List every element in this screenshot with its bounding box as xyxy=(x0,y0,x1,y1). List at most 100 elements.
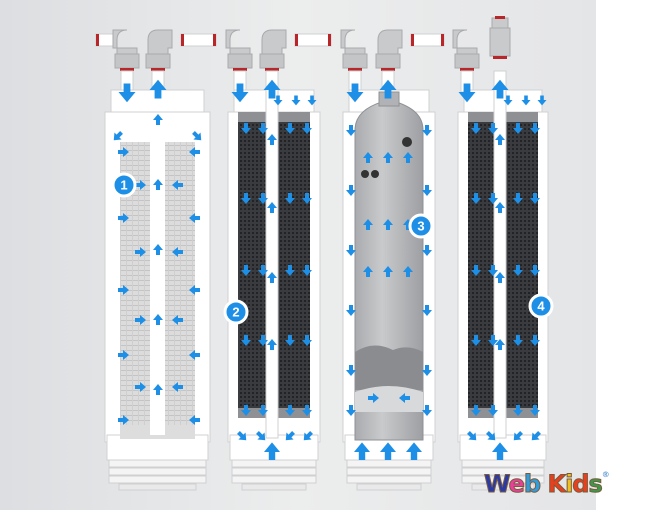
arrow-down-icon xyxy=(537,95,547,106)
base-thread xyxy=(346,475,432,484)
arrow-right-icon xyxy=(135,247,146,257)
arrow-down-icon xyxy=(422,245,432,256)
base-thread xyxy=(461,475,545,484)
arrow-left-icon xyxy=(189,415,200,425)
pipe xyxy=(294,33,332,47)
arrow-up-icon xyxy=(153,114,163,125)
arrow-up-icon xyxy=(403,152,413,163)
fitting-nut xyxy=(342,53,368,69)
arrow-up-icon xyxy=(153,244,163,255)
arrow-down-icon xyxy=(488,335,498,346)
elbow-fitting xyxy=(145,29,173,71)
arrow-up-icon xyxy=(383,266,393,277)
arrow-down-icon xyxy=(346,83,364,103)
arrow-down-icon xyxy=(471,123,481,134)
elbow-body xyxy=(147,29,173,59)
base-thread xyxy=(461,467,545,476)
base-thread xyxy=(346,467,432,476)
pipe xyxy=(180,33,217,47)
elbow-fitting xyxy=(225,29,253,71)
elbow-body xyxy=(340,29,366,59)
base-bottom xyxy=(471,483,535,491)
elbow-body xyxy=(452,29,478,59)
arrow-down-icon xyxy=(258,193,268,204)
arrow-down-icon xyxy=(285,193,295,204)
arrow-left-icon xyxy=(189,285,200,295)
badge-number: 4 xyxy=(537,299,545,314)
arrow-up-icon xyxy=(495,202,505,213)
elbow-fitting xyxy=(452,29,480,71)
arrow-down-icon xyxy=(422,405,432,416)
base-thread xyxy=(108,475,207,484)
base-thread xyxy=(231,467,317,476)
arrow-right-icon xyxy=(118,213,129,223)
arrow-down-icon xyxy=(458,83,476,103)
pipe-seal xyxy=(181,34,184,46)
arrow-down-icon xyxy=(241,265,251,276)
arrow-down-icon xyxy=(291,95,301,106)
arrow-left-icon xyxy=(189,147,200,157)
arrow-left-icon xyxy=(172,180,183,190)
arrow-right-icon xyxy=(135,382,146,392)
arrow-up-icon xyxy=(491,79,509,99)
arrow-down-icon xyxy=(258,265,268,276)
arrow-left-icon xyxy=(172,247,183,257)
arrow-down-icon xyxy=(422,185,432,196)
arrow-up-icon xyxy=(153,314,163,325)
base-thread xyxy=(346,459,432,468)
membrane-wrap xyxy=(355,345,423,390)
arrow-dl-icon xyxy=(531,431,541,441)
filter-cartridge-4 xyxy=(457,87,549,491)
pipe xyxy=(410,33,445,47)
arrow-up-icon xyxy=(495,134,505,145)
arrow-dr-icon xyxy=(467,431,477,441)
arrow-left-icon xyxy=(399,393,410,403)
elbow-fitting xyxy=(112,29,140,71)
pipe-seal xyxy=(441,34,444,46)
fitting-seal xyxy=(495,16,505,19)
arrow-up-icon xyxy=(383,219,393,230)
arrow-up-icon xyxy=(363,219,373,230)
arrow-down-icon xyxy=(258,335,268,346)
arrow-right-icon xyxy=(118,147,129,157)
arrow-down-icon xyxy=(471,405,481,416)
arrow-down-icon xyxy=(503,95,513,106)
arrow-right-icon xyxy=(118,415,129,425)
arrow-down-icon xyxy=(307,95,317,106)
elbow-body xyxy=(377,29,403,59)
arrow-down-icon xyxy=(241,335,251,346)
base-bottom xyxy=(118,483,197,491)
arrow-up-icon xyxy=(264,442,280,460)
arrow-down-icon xyxy=(513,335,523,346)
arrow-up-icon xyxy=(149,79,167,99)
arrow-down-icon xyxy=(530,123,540,134)
arrow-down-icon xyxy=(488,265,498,276)
base-bottom xyxy=(356,483,422,491)
fitting-seal xyxy=(233,68,247,71)
arrow-down-icon xyxy=(513,123,523,134)
arrow-up-icon xyxy=(153,384,163,395)
badge-number: 2 xyxy=(232,305,239,320)
arrow-up-icon xyxy=(354,442,370,460)
arrow-up-icon xyxy=(406,442,422,460)
arrow-dl-icon xyxy=(113,131,123,141)
port-icon xyxy=(402,137,412,147)
arrow-down-icon xyxy=(273,95,283,106)
arrow-down-icon xyxy=(488,193,498,204)
arrow-down-icon xyxy=(285,265,295,276)
fitting-seal xyxy=(120,68,134,71)
arrow-left-icon xyxy=(172,382,183,392)
arrow-up-icon xyxy=(492,442,508,460)
arrow-down-icon xyxy=(285,123,295,134)
arrow-down-icon xyxy=(530,335,540,346)
elbow-fitting xyxy=(340,29,368,71)
filter-cartridge-3 xyxy=(342,89,436,491)
arrow-left-icon xyxy=(189,213,200,223)
badge-circle xyxy=(408,213,434,239)
arrow-down-icon xyxy=(258,123,268,134)
stage-badge-3: 3 xyxy=(408,213,434,239)
arrow-left-icon xyxy=(189,350,200,360)
fitting-nut xyxy=(114,53,140,69)
arrow-down-icon xyxy=(241,405,251,416)
arrow-down-icon xyxy=(422,125,432,136)
